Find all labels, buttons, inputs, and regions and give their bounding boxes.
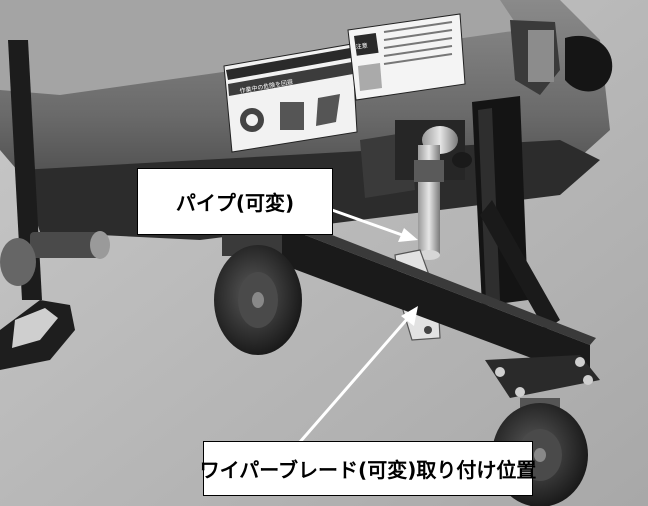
base-bolt-3 <box>583 375 593 385</box>
left-caster <box>214 230 302 355</box>
post-diagonal <box>480 200 560 330</box>
warning-sticker-right: 注意 <box>347 13 466 101</box>
bracket-hole-3 <box>424 326 432 334</box>
base-bolt-4 <box>515 387 525 397</box>
pipe-knob <box>452 152 472 168</box>
horizontal-beam <box>230 210 590 380</box>
arrow-to-wiper-bracket <box>298 306 418 443</box>
pipe-coupler <box>414 160 444 182</box>
decal-right-heading: 注意 <box>355 41 368 51</box>
left-hub <box>0 238 36 286</box>
horizontal-beam-top <box>240 203 596 345</box>
warning-sticker-left: 作業中の危険を回避 <box>223 43 358 153</box>
base-bolt-2 <box>575 357 585 367</box>
left-axle <box>30 232 100 258</box>
top-plate <box>528 30 554 82</box>
wiper-blade-position-label: ワイパーブレード(可変)取り付け位置 <box>200 441 536 496</box>
pipe-bottom <box>418 250 440 260</box>
base-plate <box>485 355 600 398</box>
top-knob <box>565 35 613 92</box>
base-bolt-1 <box>495 367 505 377</box>
pipe-label: パイプ(可変) <box>137 168 333 235</box>
left-foot-edge <box>12 308 58 348</box>
left-axle-cap <box>90 231 110 259</box>
